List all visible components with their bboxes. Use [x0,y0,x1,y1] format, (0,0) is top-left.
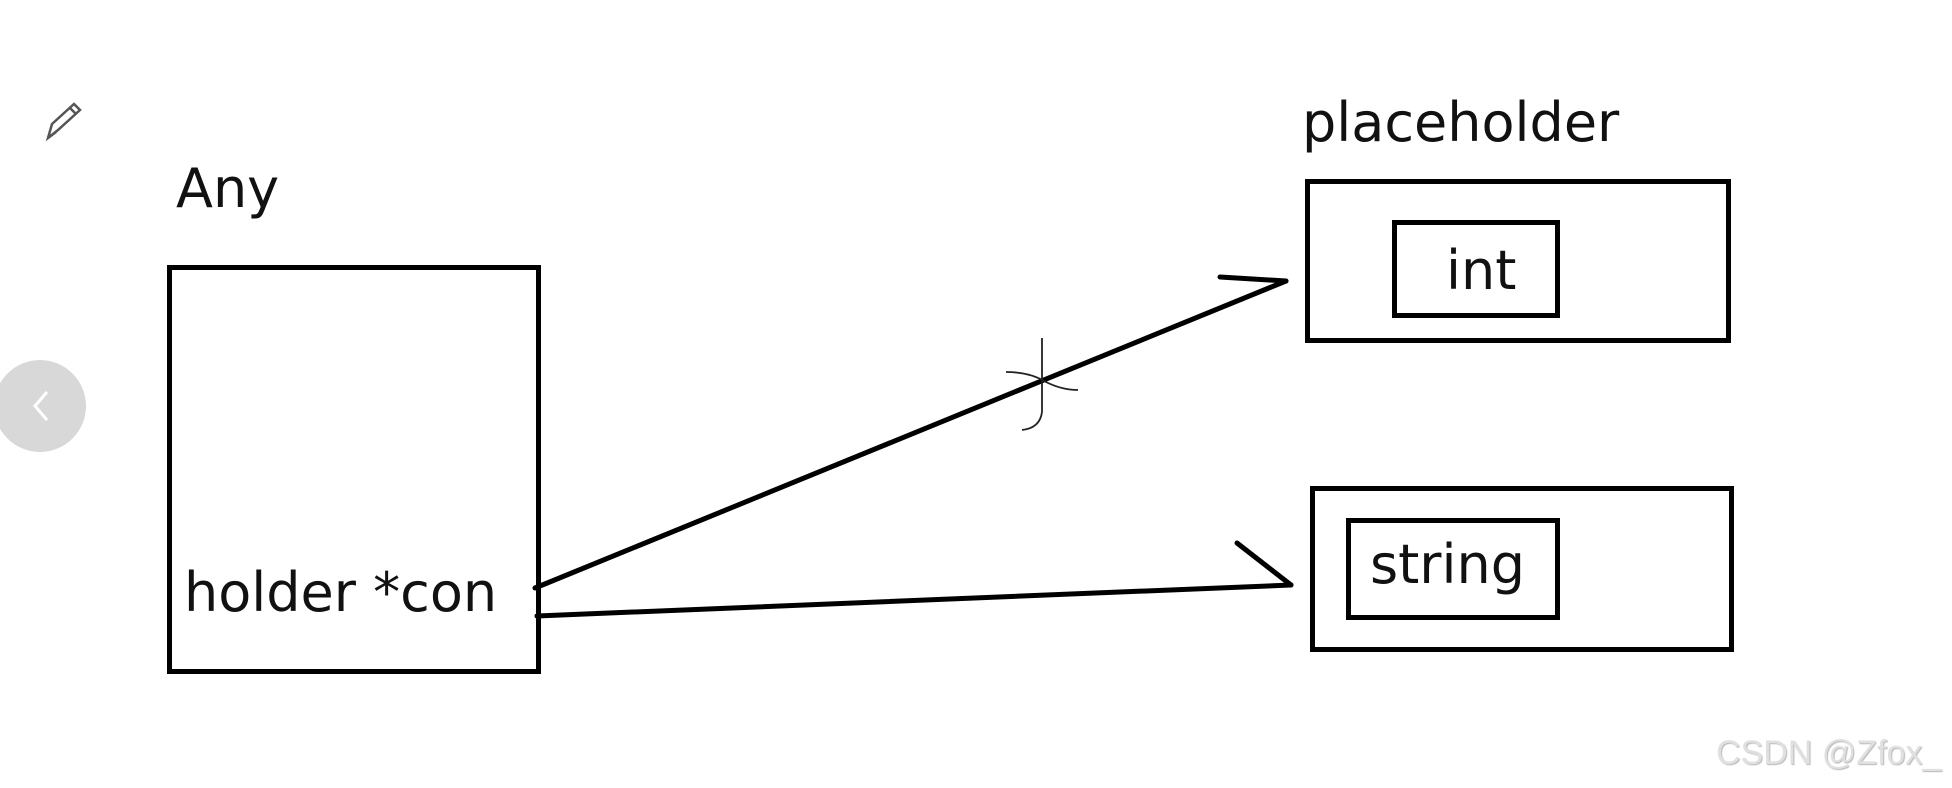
int-label: int [1446,239,1517,302]
placeholder-string-box [1310,486,1734,652]
previous-button[interactable] [0,360,86,452]
int-box [1392,220,1560,318]
string-box [1346,518,1560,620]
placeholder-title: placeholder [1302,91,1620,154]
arrow-holder-to-string [534,540,1294,619]
watermark: CSDN @Zfox_ [1716,734,1942,772]
cursor-icon [1005,338,1079,431]
placeholder-int-box [1305,179,1731,343]
chevron-left-icon [33,391,49,421]
string-label: string [1370,533,1526,596]
pencil-icon[interactable] [45,102,82,142]
holder-member-label: holder *con [184,561,498,624]
arrow-holder-to-int [532,274,1289,591]
any-box [167,265,541,674]
any-title: Any [176,157,280,220]
